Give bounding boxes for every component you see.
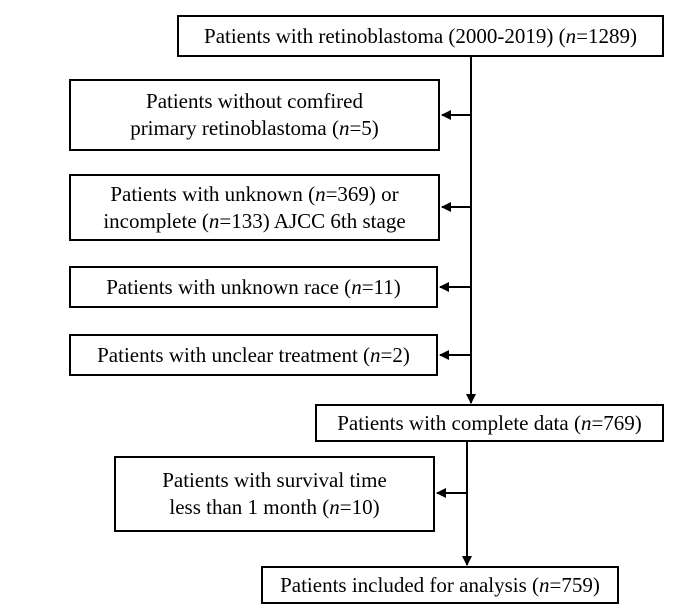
node-line: Patients with unknown (n=369) or	[103, 181, 405, 208]
text-segment: =769)	[591, 410, 642, 435]
node-line: Patients with unclear treatment (n=2)	[97, 342, 410, 369]
text-segment: =369) or	[325, 181, 399, 206]
node-exclusion-3-text: Patients with unknown race (n=11)	[106, 274, 401, 301]
node-line: primary retinoblastoma (n=5)	[130, 115, 379, 142]
node-line: Patients with unknown race (n=11)	[106, 274, 401, 301]
node-final-text: Patients included for analysis (n=759)	[280, 572, 600, 599]
node-start-text: Patients with retinoblastoma (2000-2019)…	[204, 23, 637, 50]
italic-n: n	[338, 116, 350, 140]
text-segment: =5)	[349, 116, 379, 140]
text-segment: =759)	[549, 572, 600, 597]
italic-n: n	[208, 208, 220, 233]
node-line: Patients with survival time	[162, 467, 387, 494]
text-segment: Patients with unknown (	[110, 181, 316, 206]
italic-n: n	[580, 410, 592, 435]
text-segment: less than 1 month (	[169, 495, 330, 519]
text-segment: =2)	[380, 342, 410, 367]
text-segment: =10)	[339, 495, 380, 519]
italic-n: n	[370, 342, 381, 367]
node-exclusion-3: Patients with unknown race (n=11)	[69, 266, 438, 308]
text-segment: Patients included for analysis (	[280, 572, 540, 597]
italic-n: n	[565, 23, 577, 48]
node-complete: Patients with complete data (n=769)	[315, 404, 664, 442]
text-segment: primary retinoblastoma (	[130, 116, 339, 140]
italic-n: n	[315, 181, 326, 206]
italic-n: n	[329, 495, 340, 519]
text-segment: Patients with survival time	[162, 468, 387, 492]
text-segment: Patients with unknown race (	[106, 274, 352, 299]
text-segment: Patients with unclear treatment (	[97, 342, 371, 367]
text-segment: =133) AJCC 6th stage	[219, 208, 406, 233]
node-line: incomplete (n=133) AJCC 6th stage	[103, 208, 405, 235]
node-final: Patients included for analysis (n=759)	[261, 566, 619, 604]
text-segment: Patients with complete data (	[337, 410, 581, 435]
text-segment: =1289)	[576, 23, 637, 48]
node-exclusion-4: Patients with unclear treatment (n=2)	[69, 334, 438, 376]
node-line: Patients with retinoblastoma (2000-2019)…	[204, 23, 637, 50]
italic-n: n	[351, 274, 362, 299]
node-start: Patients with retinoblastoma (2000-2019)…	[177, 15, 664, 57]
text-segment: =11)	[361, 274, 401, 299]
italic-n: n	[539, 572, 550, 597]
text-segment: Patients without comfired	[146, 89, 363, 113]
node-line: less than 1 month (n=10)	[162, 494, 387, 521]
node-exclusion-4-text: Patients with unclear treatment (n=2)	[97, 342, 410, 369]
node-line: Patients included for analysis (n=759)	[280, 572, 600, 599]
node-line: Patients with complete data (n=769)	[337, 410, 642, 437]
node-complete-text: Patients with complete data (n=769)	[337, 410, 642, 437]
text-segment: incomplete (	[103, 208, 209, 233]
text-segment: Patients with retinoblastoma (2000-2019)…	[204, 23, 566, 48]
node-line: Patients without comfired	[130, 88, 379, 115]
